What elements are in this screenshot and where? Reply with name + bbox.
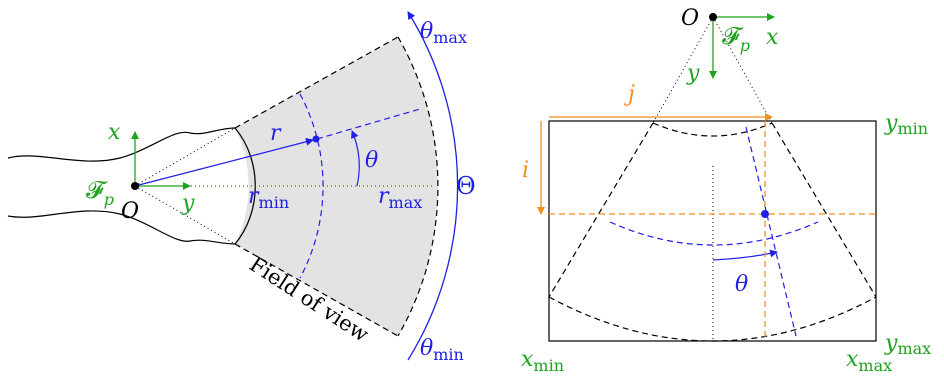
fan-right-edge	[771, 122, 877, 298]
y-max-symbol: y	[884, 331, 898, 356]
i-label: i	[522, 158, 529, 183]
fov-top-edge	[234, 36, 399, 129]
x-axis-label: x	[108, 120, 121, 145]
frame-subscript-right: p	[740, 36, 750, 55]
dotted-ray-top	[134, 127, 236, 187]
Theta-label: Θ	[456, 172, 476, 200]
frame-symbol: 𝓕	[86, 176, 108, 204]
theta-min-label: θmin	[420, 336, 464, 364]
right-panel: O 𝓕p x y j i θ ymin ymax xmin xmax	[521, 6, 931, 375]
frame-subscript: p	[104, 190, 114, 209]
range-arc-image	[609, 221, 819, 246]
Theta-span-arc	[407, 11, 459, 361]
y-max-label: ymax	[884, 331, 931, 358]
y-min-label: ymin	[884, 111, 928, 138]
y-axis-label: y	[181, 191, 195, 216]
theta-label-right: θ	[735, 272, 748, 297]
x-min-symbol: x	[521, 347, 534, 372]
origin-label: O	[121, 199, 139, 224]
fan-outer-arc	[548, 296, 877, 342]
r-min-label: rmin	[248, 184, 289, 212]
y-max-subscript: max	[897, 339, 931, 358]
x-max-subscript: max	[858, 356, 892, 375]
origin-point	[131, 182, 139, 190]
r-min-subscript: min	[259, 193, 290, 212]
x-axis-label-right: x	[766, 25, 779, 50]
x-min-subscript: min	[533, 356, 564, 375]
fov-outer-arc	[397, 36, 439, 337]
y-min-symbol: y	[884, 111, 898, 136]
x-min-label: xmin	[521, 347, 564, 375]
frame-symbol-right: 𝓕	[722, 22, 744, 50]
r-max-label: rmax	[378, 184, 422, 212]
r-min-symbol: r	[248, 184, 260, 209]
frame-label-right: 𝓕p	[722, 22, 750, 55]
theta-max-label: θmax	[420, 19, 467, 47]
range-vector-r	[134, 137, 314, 187]
theta-min-symbol: θ	[420, 336, 433, 361]
fov-shaded-region	[235, 37, 438, 336]
theta-arc-image	[712, 249, 778, 261]
theta-max-symbol: θ	[420, 19, 433, 44]
origin-point-right	[709, 13, 717, 21]
frame-label: 𝓕p	[86, 176, 114, 209]
fan-left-edge	[548, 122, 654, 298]
dotted-ray-bottom	[134, 185, 236, 245]
x-max-label: xmax	[846, 347, 892, 375]
fov-bottom-edge	[234, 243, 399, 337]
ray-dotted-right	[712, 16, 773, 124]
r-max-symbol: r	[378, 184, 390, 209]
x-max-symbol: x	[846, 347, 859, 372]
ray-dotted-left	[652, 16, 714, 124]
range-arc-blue	[299, 93, 324, 279]
theta-min-subscript: min	[433, 345, 464, 364]
bearing-line-image	[745, 126, 797, 337]
target-point	[312, 135, 320, 143]
left-panel: x y 𝓕p O r θ rmin rmax θmax θmin Θ Field…	[7, 11, 476, 364]
theta-max-subscript: max	[433, 28, 467, 47]
origin-label-right: O	[681, 6, 699, 31]
bearing-ray-dashed	[316, 108, 421, 140]
theta-label: θ	[365, 148, 378, 173]
fan-inner-arc	[652, 122, 773, 137]
j-label: j	[623, 82, 635, 107]
theta-angle-arc	[351, 130, 360, 187]
r-label: r	[270, 121, 282, 146]
y-axis-label-right: y	[686, 61, 700, 86]
pixel-point	[761, 210, 769, 218]
y-min-subscript: min	[897, 119, 928, 138]
r-max-subscript: max	[389, 193, 423, 212]
